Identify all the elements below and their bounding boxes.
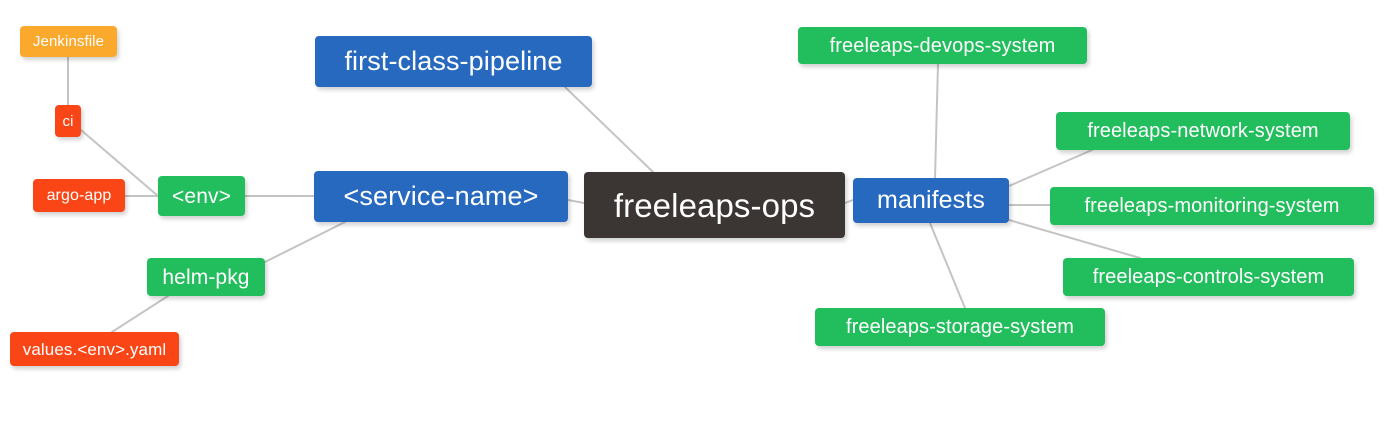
node-label-manifests: manifests xyxy=(877,186,985,214)
node-label-freeleaps-controls-system: freeleaps-controls-system xyxy=(1092,266,1325,288)
edge-service-ops xyxy=(567,199,585,204)
edge-helm-values xyxy=(111,295,169,333)
edge-manifests-storage xyxy=(929,222,966,309)
node-label-first-class-pipeline: first-class-pipeline xyxy=(344,46,563,76)
node-freeleaps-storage-system[interactable]: freeleaps-storage-system xyxy=(815,308,1105,346)
node-first-class-pipeline[interactable]: first-class-pipeline xyxy=(315,36,592,87)
node-label-jenkinsfile: Jenkinsfile xyxy=(32,33,105,50)
edge-manifests-devops xyxy=(934,63,939,179)
node-ci[interactable]: ci xyxy=(55,105,81,137)
node-label-freeleaps-monitoring-system: freeleaps-monitoring-system xyxy=(1084,195,1340,217)
node-label-freeleaps-network-system: freeleaps-network-system xyxy=(1087,120,1319,142)
edge-manifests-controls xyxy=(1008,219,1141,259)
node-label-freeleaps-devops-system: freeleaps-devops-system xyxy=(829,34,1056,57)
node-env[interactable]: <env> xyxy=(158,176,245,216)
node-freeleaps-controls-system[interactable]: freeleaps-controls-system xyxy=(1063,258,1354,296)
edge-pipeline-ops xyxy=(564,86,654,173)
edge-manifests-network xyxy=(1008,149,1093,187)
edge-service-helm xyxy=(264,221,346,263)
node-label-freeleaps-storage-system: freeleaps-storage-system xyxy=(845,316,1075,338)
edge-ops-manifests xyxy=(844,199,854,204)
node-label-helm-pkg: helm-pkg xyxy=(162,265,250,289)
node-manifests[interactable]: manifests xyxy=(853,178,1009,223)
node-label-env: <env> xyxy=(172,184,231,208)
node-freeleaps-monitoring-system[interactable]: freeleaps-monitoring-system xyxy=(1050,187,1374,225)
node-argo-app[interactable]: argo-app xyxy=(33,179,125,212)
node-helm-pkg[interactable]: helm-pkg xyxy=(147,258,265,296)
node-jenkinsfile[interactable]: Jenkinsfile xyxy=(20,26,117,57)
node-label-ci: ci xyxy=(62,112,74,130)
node-label-argo-app: argo-app xyxy=(46,186,112,204)
node-label-values-yaml: values.<env>.yaml xyxy=(22,339,167,359)
node-label-service-name: <service-name> xyxy=(343,181,539,211)
node-freeleaps-network-system[interactable]: freeleaps-network-system xyxy=(1056,112,1350,150)
node-freeleaps-ops[interactable]: freeleaps-ops xyxy=(584,172,845,238)
node-label-freeleaps-ops: freeleaps-ops xyxy=(613,186,816,224)
node-service-name[interactable]: <service-name> xyxy=(314,171,568,222)
node-values-yaml[interactable]: values.<env>.yaml xyxy=(10,332,179,366)
node-freeleaps-devops-system[interactable]: freeleaps-devops-system xyxy=(798,27,1087,64)
